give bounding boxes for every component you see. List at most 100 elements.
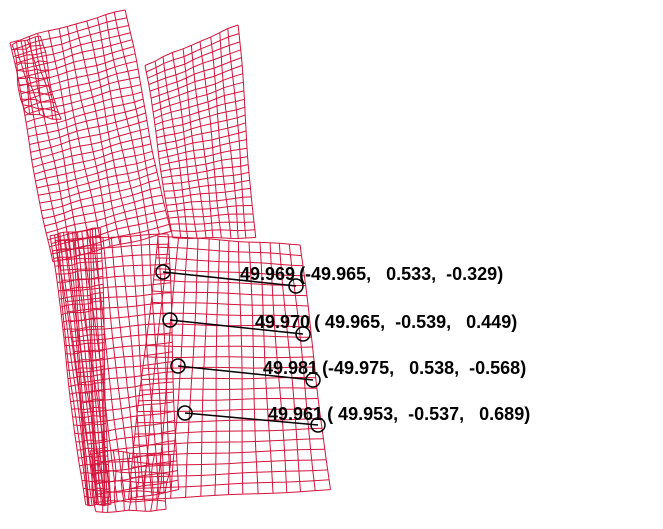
mesh-line bbox=[98, 489, 179, 506]
mesh-line bbox=[71, 407, 106, 411]
mesh-left-flange bbox=[9, 9, 172, 263]
mesh-line bbox=[156, 114, 246, 139]
mesh-line bbox=[155, 106, 245, 132]
mesh-line bbox=[84, 495, 111, 499]
mesh-line bbox=[18, 90, 53, 96]
mesh-line bbox=[67, 365, 105, 371]
mesh-line bbox=[9, 9, 126, 44]
mesh-line bbox=[14, 44, 44, 51]
measure-vector: ( 49.965, -0.539, 0.449) bbox=[314, 312, 517, 332]
mesh-line bbox=[42, 186, 161, 220]
mesh-line bbox=[76, 361, 173, 374]
mesh-line bbox=[70, 398, 106, 403]
mesh-line bbox=[168, 213, 254, 219]
mesh-bottom-edge bbox=[89, 449, 172, 513]
mesh-line bbox=[149, 57, 242, 92]
mesh-line bbox=[91, 490, 166, 494]
mesh-line bbox=[144, 356, 314, 359]
mesh-line bbox=[67, 302, 172, 313]
measure-node-start bbox=[177, 405, 193, 421]
mesh-line bbox=[24, 111, 62, 120]
mesh-line bbox=[160, 156, 248, 172]
mesh-line bbox=[16, 51, 46, 58]
mesh-line bbox=[79, 381, 174, 394]
measurement-1: 49.969(-49.965, 0.533, -0.329) bbox=[155, 264, 503, 294]
mesh-line bbox=[73, 341, 173, 353]
mesh-line bbox=[67, 373, 105, 380]
mesh-line bbox=[44, 194, 163, 227]
mesh-line bbox=[61, 309, 104, 316]
mesh-line bbox=[49, 227, 101, 237]
measurement-4: 49.961( 49.953, -0.537, 0.689) bbox=[177, 404, 530, 433]
measure-node-start bbox=[170, 358, 186, 374]
mesh-line bbox=[51, 236, 101, 244]
mesh-line bbox=[38, 164, 156, 196]
mesh-line bbox=[53, 252, 102, 259]
mesh-line bbox=[49, 217, 168, 248]
mesh-line bbox=[16, 60, 48, 66]
mesh-line bbox=[134, 427, 323, 435]
mesh-line bbox=[151, 73, 243, 106]
mesh-line bbox=[16, 39, 133, 72]
mesh-line bbox=[60, 300, 104, 308]
mesh-line bbox=[130, 469, 328, 479]
mesh-line bbox=[29, 112, 146, 145]
mesh-line bbox=[159, 147, 248, 166]
mesh-line bbox=[155, 257, 304, 267]
measure-line bbox=[177, 365, 314, 381]
mesh-line bbox=[34, 143, 152, 175]
mesh-line bbox=[83, 410, 175, 424]
mesh-line bbox=[54, 233, 169, 241]
mesh-line bbox=[153, 279, 306, 287]
mesh-line bbox=[147, 334, 312, 338]
mesh-line bbox=[151, 301, 309, 307]
mesh-line bbox=[165, 187, 251, 199]
measure-node-end bbox=[295, 326, 311, 342]
mesh-line bbox=[128, 489, 331, 501]
mesh-line bbox=[129, 479, 330, 490]
mesh-line bbox=[17, 68, 49, 72]
mesh-line bbox=[62, 272, 171, 281]
mesh-line bbox=[157, 235, 301, 246]
mesh-line bbox=[60, 263, 170, 271]
mesh-line bbox=[24, 84, 141, 116]
mesh-line bbox=[66, 357, 105, 363]
mesh-line bbox=[52, 244, 102, 252]
mesh-line bbox=[78, 455, 108, 459]
measure-vector: (-49.975, 0.538, -0.568) bbox=[322, 358, 526, 378]
measure-line bbox=[184, 412, 319, 426]
mesh-line bbox=[152, 290, 307, 297]
mesh-line bbox=[65, 349, 105, 355]
mesh-line bbox=[41, 179, 159, 212]
mesh-line bbox=[89, 449, 171, 456]
measure-distance: 49.961 bbox=[268, 404, 323, 424]
mesh-line bbox=[61, 317, 104, 324]
mesh-line bbox=[162, 171, 250, 185]
mesh-line bbox=[167, 205, 253, 213]
measure-label: 49.961( 49.953, -0.537, 0.689) bbox=[268, 404, 530, 424]
measure-label: 49.969(-49.965, 0.533, -0.329) bbox=[240, 264, 503, 284]
mesh-line bbox=[79, 463, 109, 467]
mesh-line bbox=[73, 422, 107, 427]
mesh-line bbox=[157, 122, 246, 146]
mesh-line bbox=[17, 83, 51, 88]
mesh-line bbox=[138, 398, 319, 402]
measure-node-start bbox=[162, 312, 178, 328]
mesh-line bbox=[81, 479, 110, 483]
mesh-line bbox=[85, 503, 111, 507]
mesh-line bbox=[153, 90, 245, 120]
measure-distance: 49.969 bbox=[240, 264, 295, 284]
mesh-line bbox=[13, 25, 129, 58]
measurement-annotations: 49.969(-49.965, 0.533, -0.329) 49.970( 4… bbox=[155, 264, 530, 433]
mesh-line bbox=[146, 33, 240, 73]
mesh-line bbox=[137, 408, 320, 413]
mesh-line bbox=[28, 105, 145, 138]
mesh-line bbox=[139, 387, 317, 391]
mesh-line bbox=[62, 325, 105, 331]
measure-distance: 49.981 bbox=[263, 358, 318, 378]
mesh-line bbox=[77, 446, 108, 451]
measure-node-end bbox=[305, 372, 321, 388]
mesh-line bbox=[58, 253, 170, 261]
